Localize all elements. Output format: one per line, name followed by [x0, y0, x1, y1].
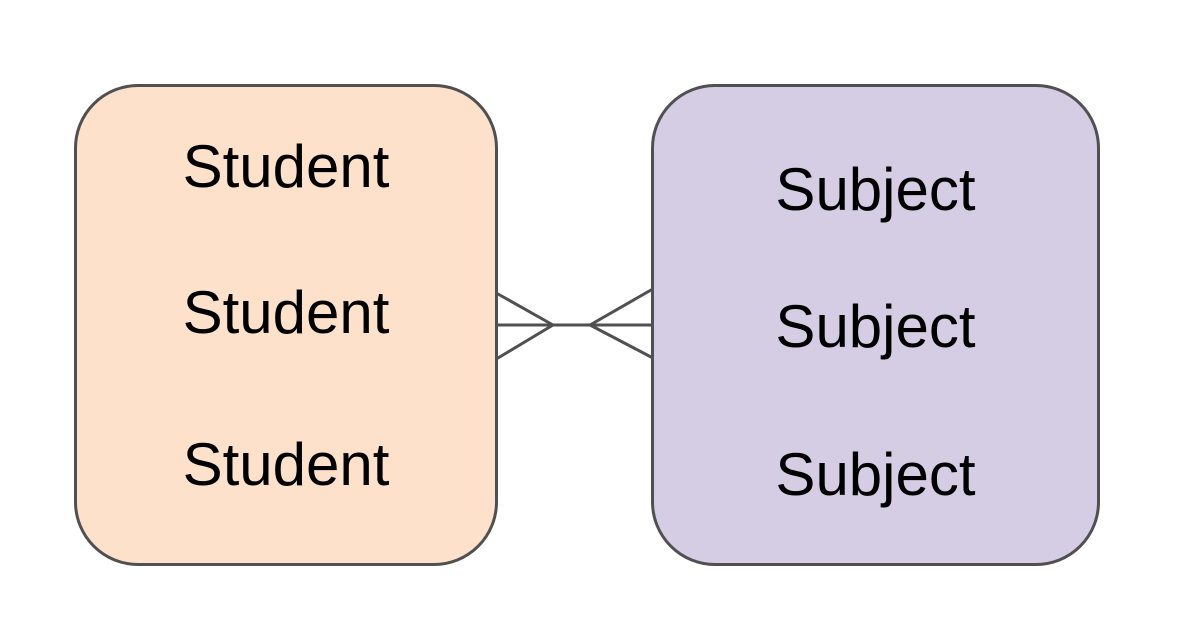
crows-foot-left	[496, 292, 555, 360]
student-entity: Student Student Student	[74, 84, 498, 566]
student-label: Student	[182, 431, 390, 498]
crows-foot-right	[588, 288, 653, 359]
subject-label: Subject	[775, 156, 976, 223]
student-label: Student	[182, 133, 390, 200]
subject-label: Subject	[775, 293, 976, 360]
student-label: Student	[182, 279, 390, 346]
subject-label: Subject	[775, 441, 976, 508]
